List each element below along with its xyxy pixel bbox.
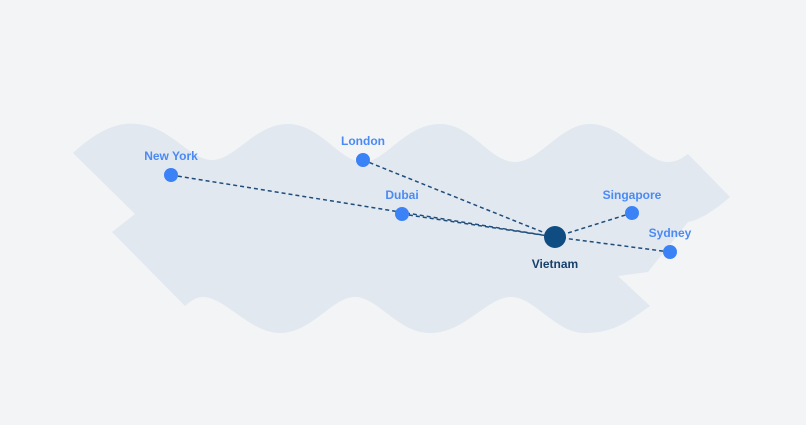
destination-label: London [341, 134, 385, 148]
destination-marker[interactable]: Dubai [385, 188, 419, 221]
destination-marker[interactable]: New York [144, 149, 198, 182]
world-landmass [73, 123, 730, 334]
destination-dot[interactable] [356, 153, 370, 167]
destination-dot[interactable] [663, 245, 677, 259]
route-line [401, 213, 556, 238]
hub-dot[interactable] [544, 226, 566, 248]
destination-label: Dubai [385, 188, 418, 202]
destination-label: Sydney [649, 226, 692, 240]
route-line [554, 236, 671, 253]
destination-marker[interactable]: Sydney [649, 226, 692, 259]
destination-label: New York [144, 149, 198, 163]
hub-label: Vietnam [532, 257, 578, 271]
hub-marker[interactable]: Vietnam [532, 226, 578, 271]
route-line [170, 174, 556, 238]
destination-marker[interactable]: Singapore [603, 188, 662, 220]
destination-dot[interactable] [625, 206, 639, 220]
destination-dot[interactable] [395, 207, 409, 221]
destination-label: Singapore [603, 188, 662, 202]
destination-marker[interactable]: London [341, 134, 385, 167]
destination-dot[interactable] [164, 168, 178, 182]
